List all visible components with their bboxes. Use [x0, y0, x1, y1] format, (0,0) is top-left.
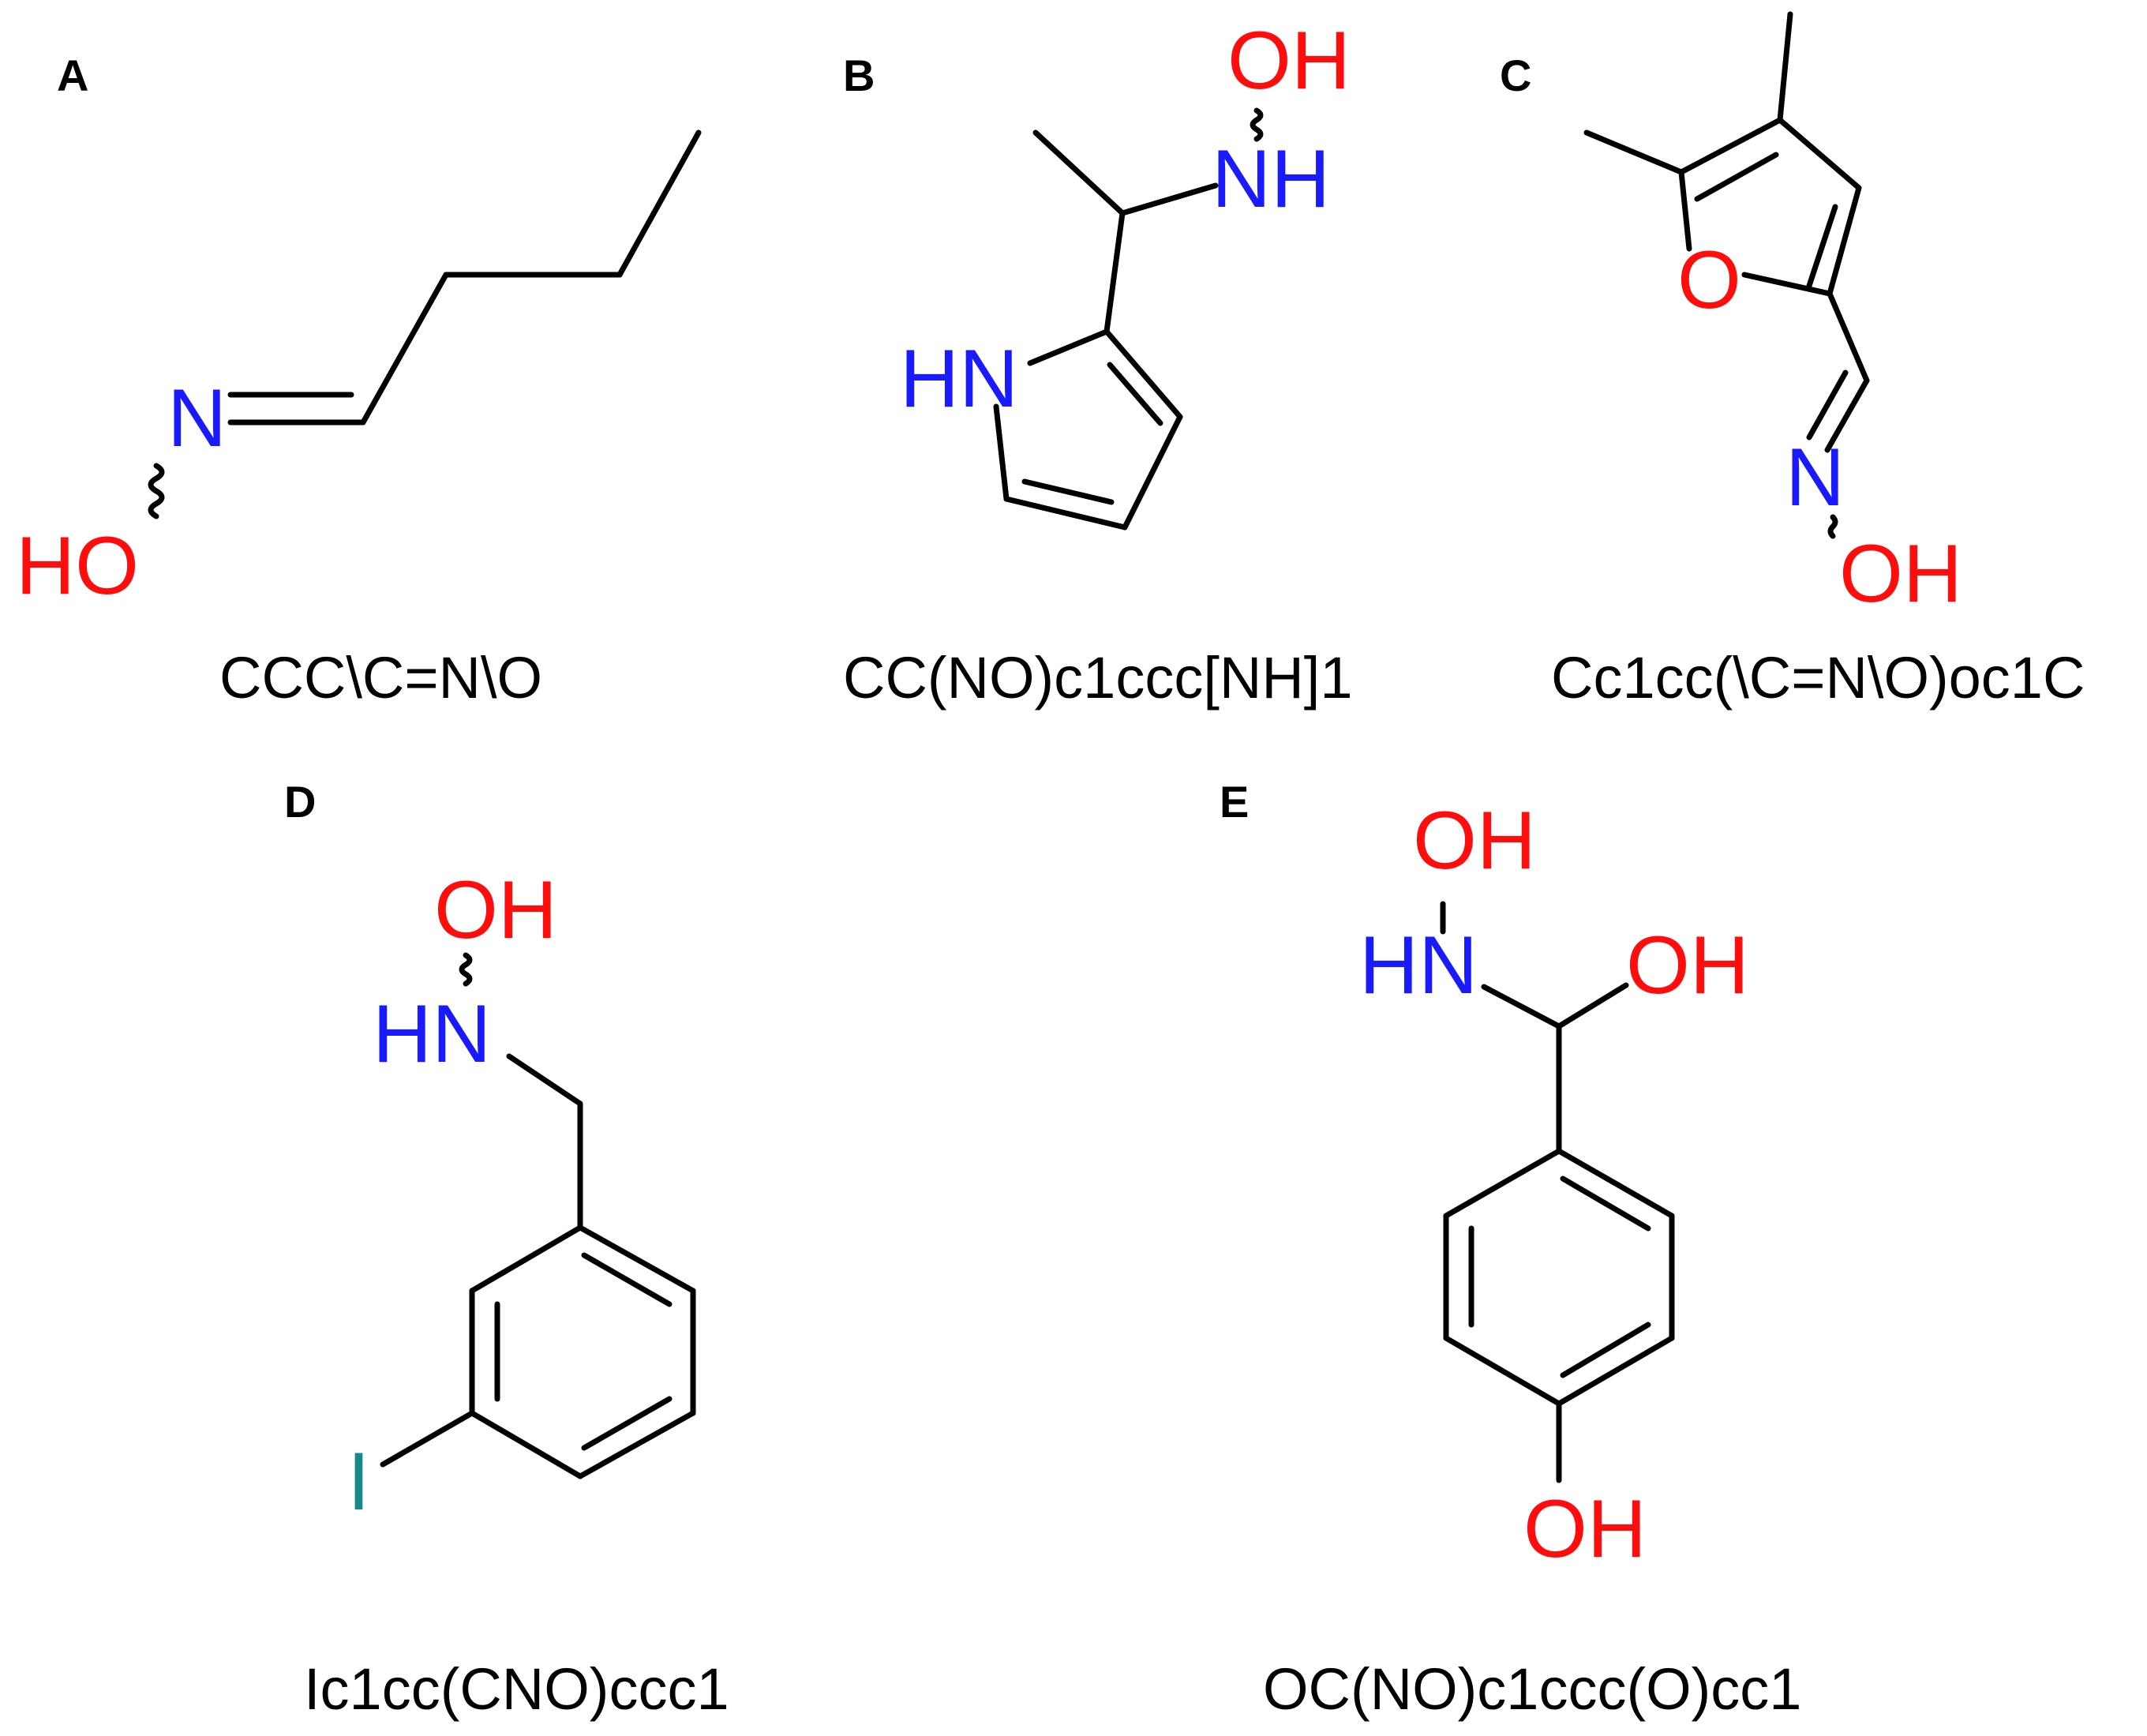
panel-d-letter: D — [284, 777, 316, 827]
bond — [1556, 982, 1629, 1029]
bond — [577, 1224, 696, 1294]
wavy-stereo-bond — [459, 952, 473, 987]
atom-o-ring: O — [1677, 234, 1741, 326]
bond — [1122, 414, 1183, 531]
bond — [1032, 129, 1126, 216]
panel-c: C O N OH Cc1cc(\C=N\O)oc1C — [1500, 11, 2085, 711]
atom-n: N — [167, 373, 227, 464]
atom-oh: OH — [1227, 15, 1351, 107]
panel-a-letter: A — [57, 51, 88, 100]
bond — [1678, 169, 1692, 252]
atom-hn: HN — [1359, 920, 1478, 1011]
bond — [1119, 182, 1219, 216]
panel-e-letter: E — [1220, 777, 1249, 827]
bond — [506, 1053, 583, 1107]
panel-d: D OH HN I Ic1cc(CNO)ccc1 — [284, 777, 729, 1722]
atom-oh-top: OH — [1413, 795, 1536, 887]
panel-e: E OH HN OH OH OC(NO)c1ccc(O)cc1 — [1220, 777, 1801, 1722]
panel-b-letter: B — [843, 51, 875, 100]
bond — [1583, 129, 1684, 175]
wavy-stereo-bond — [1827, 514, 1838, 539]
smiles-c: Cc1cc(\C=N\O)oc1C — [1551, 645, 2085, 711]
atom-n: N — [1785, 432, 1845, 523]
panel-a: A N HO CCC\C=N\O — [16, 51, 702, 711]
bond — [1443, 1335, 1562, 1407]
bond — [1560, 1175, 1651, 1232]
atom-hn: HN — [900, 333, 1018, 425]
bond — [1827, 185, 1862, 297]
bond — [1777, 117, 1862, 191]
bond — [993, 403, 1010, 502]
smiles-a: CCC\C=N\O — [219, 645, 542, 711]
panel-c-bonds — [1583, 11, 1870, 453]
bond — [581, 1396, 673, 1451]
atom-ho: HO — [16, 520, 139, 612]
bond — [1443, 1148, 1562, 1219]
bond — [469, 1410, 583, 1479]
panel-b-bonds — [993, 129, 1219, 531]
bond — [1556, 1148, 1675, 1219]
bond — [1556, 1335, 1675, 1407]
bond — [1481, 984, 1562, 1029]
panel-a-bonds — [227, 129, 702, 426]
panel-b: B OH NH HN CC(NO)c1ccc[NH]1 — [843, 15, 1352, 711]
bond — [577, 1410, 696, 1479]
panel-e-bonds — [1440, 901, 1675, 1483]
bond — [1678, 117, 1783, 175]
bond — [1824, 377, 1870, 453]
bond — [380, 1410, 475, 1468]
panel-c-letter: C — [1500, 51, 1531, 100]
bond — [1107, 362, 1163, 426]
atom-hn: HN — [373, 988, 491, 1080]
wavy-stereo-bond — [1250, 107, 1264, 142]
wavy-stereo-bond — [148, 463, 165, 519]
smiles-b: CC(NO)c1ccc[NH]1 — [843, 645, 1352, 711]
bond — [1103, 210, 1126, 335]
bond — [1741, 272, 1833, 297]
bond — [1021, 478, 1115, 505]
smiles-d: Ic1cc(CNO)ccc1 — [304, 1656, 729, 1722]
bond — [1806, 204, 1838, 289]
bond — [1806, 369, 1849, 441]
bond — [616, 129, 702, 278]
bond — [1003, 496, 1128, 531]
bond — [1777, 11, 1793, 123]
atom-oh-right: OH — [1626, 920, 1749, 1011]
bond — [360, 272, 449, 426]
bond — [1694, 152, 1779, 202]
bond — [581, 1252, 673, 1307]
atom-oh: OH — [434, 864, 557, 956]
bond — [1103, 328, 1183, 420]
atom-oh: OH — [1839, 528, 1962, 620]
smiles-e: OC(NO)c1ccc(O)cc1 — [1263, 1656, 1801, 1722]
atom-i: I — [347, 1436, 370, 1528]
bond — [1827, 291, 1870, 384]
atom-oh-bottom: OH — [1523, 1483, 1647, 1575]
bond — [469, 1224, 583, 1294]
atom-nh: NH — [1212, 133, 1330, 225]
panel-d-bonds — [380, 1053, 696, 1479]
bond — [1560, 1322, 1651, 1378]
bond — [1027, 328, 1110, 366]
